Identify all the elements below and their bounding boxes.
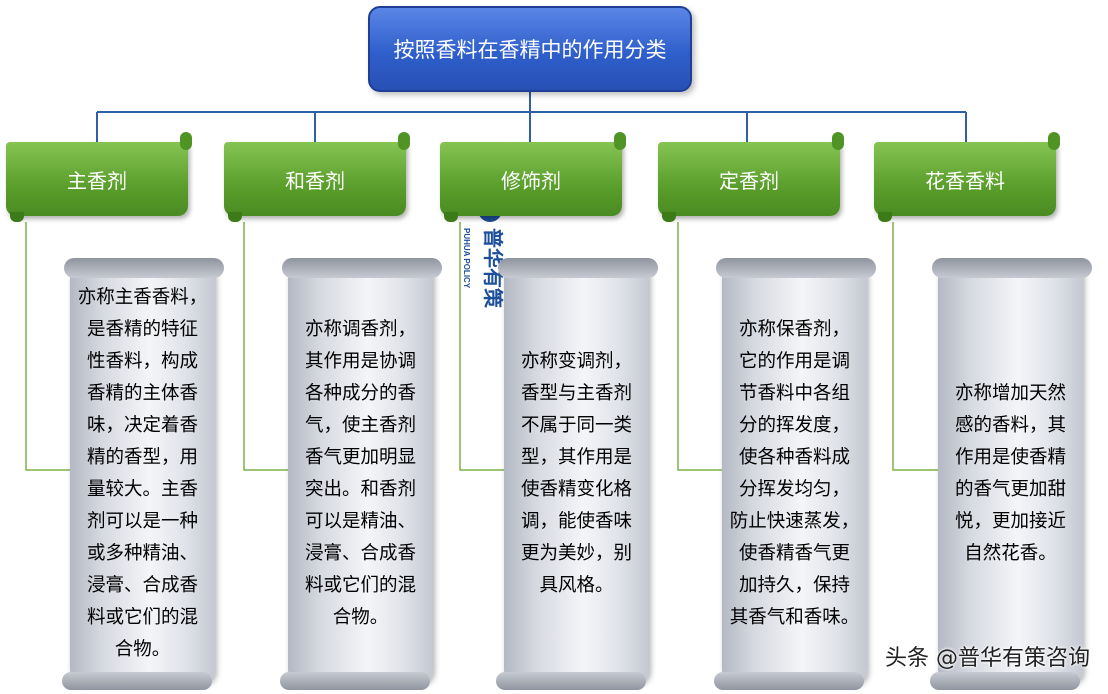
category-label: 主香剂 [67,168,127,193]
category-box-fixative: 定香剂 [658,132,844,222]
category-box-blender: 和香剂 [224,132,410,222]
category-label: 修饰剂 [501,168,561,193]
tree-connectors [96,92,967,142]
footer-watermark: 头条 @普华有策咨询 [885,646,1090,671]
description-scroll-floral: 亦称增加天然 感的香料，其 作用是使香精 的香气更加甜 悦，更加接近 自然花香。 [930,258,1092,690]
category-box-modifier: 修饰剂 [440,132,626,222]
category-label: 定香剂 [719,168,779,193]
description-scroll-blender: 亦称调香剂， 其作用是协调 各种成分的香 气，使主香剂 香气更加明显 突出。和香… [280,258,442,690]
category-label: 和香剂 [285,168,345,193]
leader-1 [25,222,72,471]
category-box-floral: 花香香料 [874,132,1060,222]
watermark-en-text: PUHUA POLICY [462,228,471,289]
category-label: 花香香料 [925,168,1005,193]
description-text: 亦称主香香料， 是香精的特征 性香料，构成 香精的主体香 味，决定着香 精的香型… [77,287,208,660]
leader-5 [892,222,939,471]
leader-3 [459,222,506,471]
category-box-main-fragrance: 主香剂 [6,132,192,222]
description-scroll-modifier: 亦称变调剂， 香型与主香剂 不属于同一类 型，其作用是 使香精变化格 调，能使香… [496,258,658,690]
description-scroll-main-fragrance: 亦称主香香料， 是香精的特征 性香料，构成 香精的主体香 味，决定着香 精的香型… [62,258,224,690]
root-title-box: 按照香料在香精中的作用分类 [368,6,692,92]
description-text: 亦称增加天然 感的香料，其 作用是使香精 的香气更加甜 悦，更加接近 自然花香。 [954,383,1066,564]
description-text: 亦称保香剂， 它的作用是调 节香料中各组 分的挥发度， 使各种香料成 分挥发均匀… [729,319,860,628]
root-title: 按照香料在香精中的作用分类 [393,38,667,62]
leader-4 [677,222,724,471]
leader-2 [243,222,290,471]
description-text: 亦称调香剂， 其作用是协调 各种成分的香 气，使主香剂 香气更加明显 突出。和香… [304,319,416,628]
description-text: 亦称变调剂， 香型与主香剂 不属于同一类 型，其作用是 使香精变化格 调，能使香… [520,351,632,596]
description-scroll-fixative: 亦称保香剂， 它的作用是调 节香料中各组 分的挥发度， 使各种香料成 分挥发均匀… [714,258,876,690]
leader-lines [25,222,939,471]
